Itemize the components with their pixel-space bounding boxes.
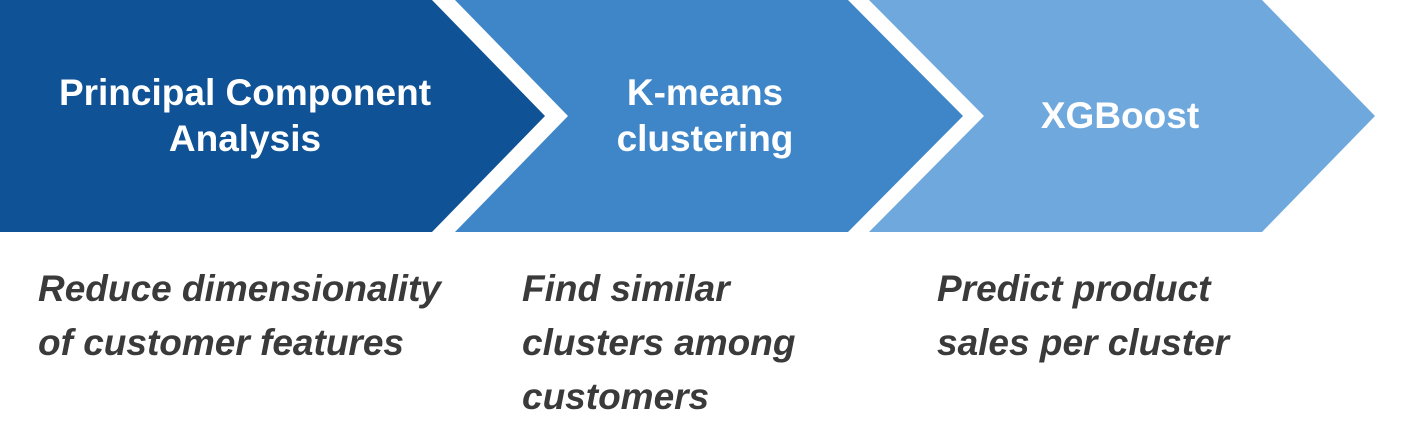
- stage-arrow-1: [0, 0, 545, 232]
- pipeline-flow: Principal Component Analysis K-means clu…: [0, 0, 1375, 232]
- stage-1-label: Principal Component Analysis: [58, 72, 432, 159]
- stage-3-description: Predict product sales per cluster: [937, 268, 1230, 363]
- stage-arrow-2: [455, 0, 963, 232]
- pipeline-arrows: [0, 0, 1375, 232]
- stage-3-label: XGBoost: [1040, 95, 1200, 136]
- stage-arrow-3: [869, 0, 1375, 232]
- stage-2-description: Find similar clusters among customers: [522, 268, 796, 417]
- stage-1-description: Reduce dimensionality of customer featur…: [38, 268, 441, 363]
- stage-2-label: K-means clustering: [616, 72, 794, 159]
